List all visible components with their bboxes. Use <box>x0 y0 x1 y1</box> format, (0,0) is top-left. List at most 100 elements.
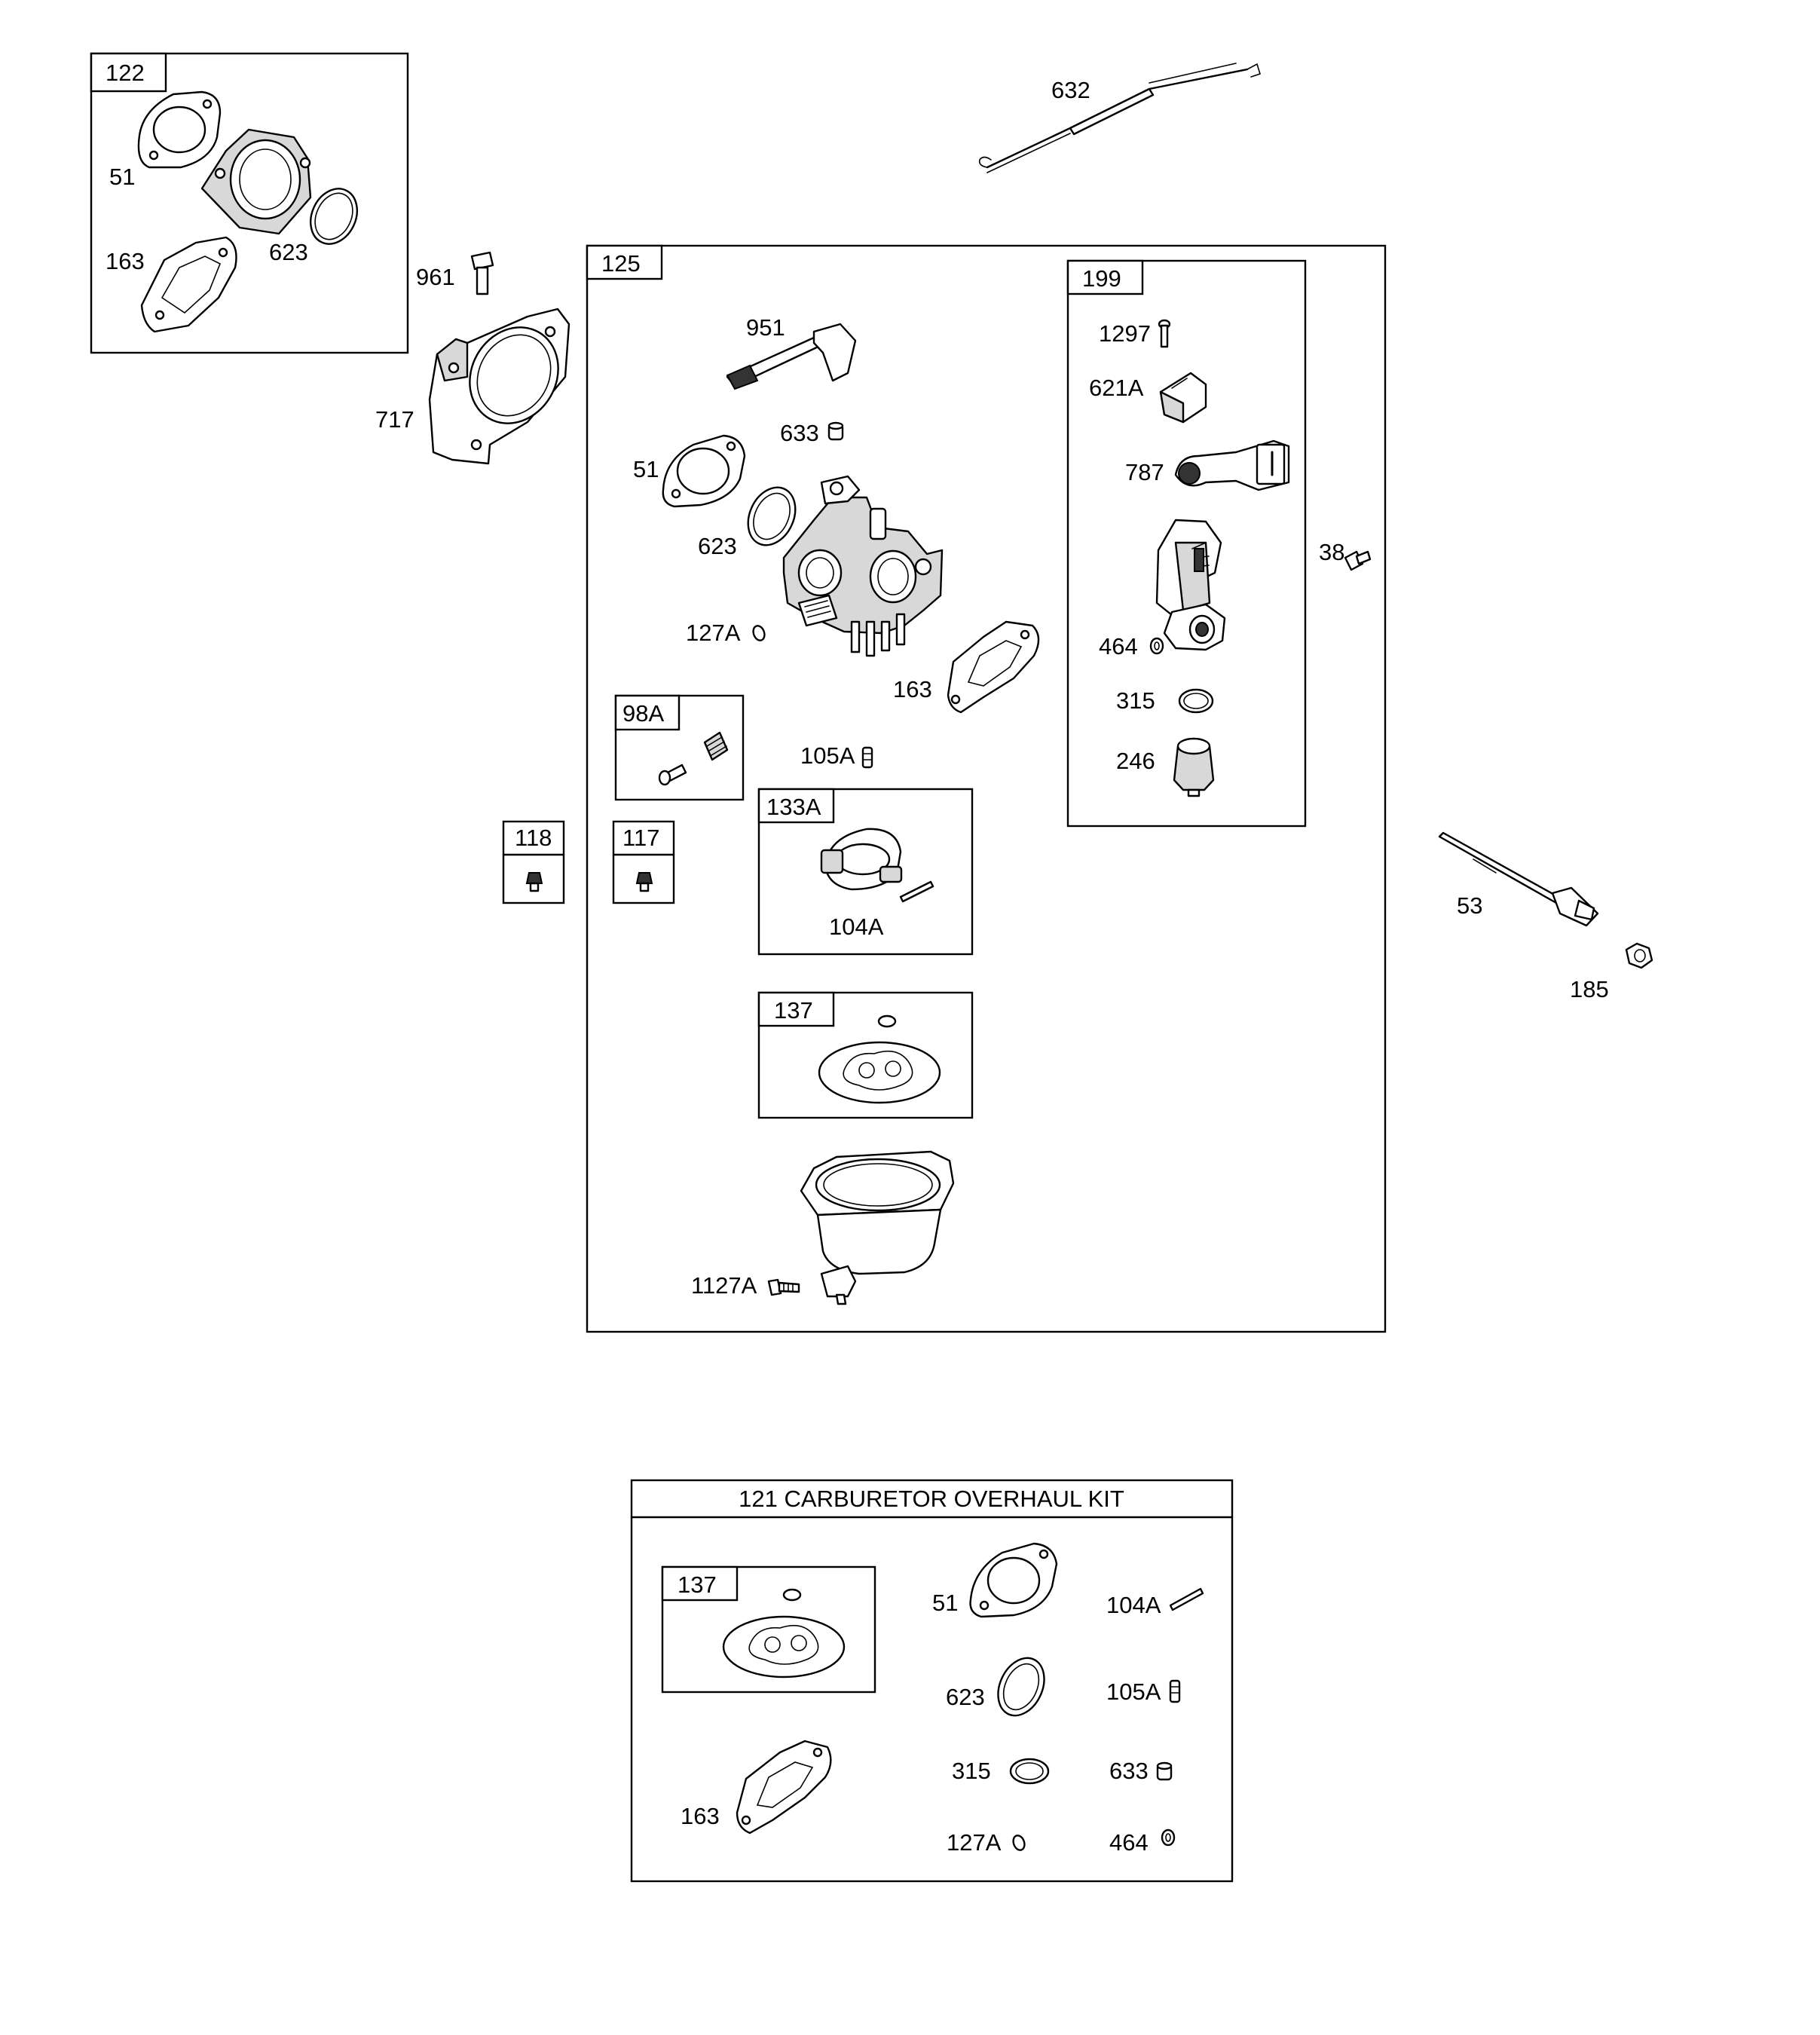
pin-104A-part <box>899 880 934 903</box>
tab-98A <box>614 694 681 731</box>
label-633: 633 <box>780 420 819 446</box>
label-464: 464 <box>1099 633 1138 659</box>
kit-seal-127A-part <box>1012 1835 1026 1851</box>
label-kit-163: 163 <box>681 1803 720 1829</box>
label-kit-315: 315 <box>952 1758 991 1784</box>
label-961: 961 <box>416 264 455 290</box>
label-kit-127A: 127A <box>947 1829 1002 1856</box>
o-ring-623-box125-part <box>747 486 797 546</box>
label-125: 125 <box>601 250 641 277</box>
choke-lever-951-part <box>726 323 857 390</box>
label-199: 199 <box>1082 265 1121 292</box>
label-127A: 127A <box>686 620 741 646</box>
label-122: 122 <box>106 60 145 86</box>
bracket-717-part <box>428 308 570 465</box>
tab-122 <box>90 52 167 93</box>
carburetor-body-part <box>782 475 944 657</box>
group-53-185: 53 185 <box>1438 831 1653 1002</box>
label-951: 951 <box>746 314 785 341</box>
float-bowl-part <box>800 1150 955 1305</box>
tab-199 <box>1066 259 1144 295</box>
label-163-box125: 163 <box>893 676 932 702</box>
tab-125 <box>586 244 663 280</box>
filter-246-part <box>1173 737 1215 797</box>
fuel-valve-body-part <box>1155 519 1226 651</box>
intake-elbow-part <box>200 128 312 235</box>
label-kit-51: 51 <box>932 1590 958 1616</box>
group-125: 125 951 633 51 623 <box>586 244 1387 1333</box>
label-246: 246 <box>1116 748 1155 774</box>
frame-118 <box>502 820 565 904</box>
kit-needle-105A-part <box>1169 1679 1181 1703</box>
seal-127A-part <box>752 625 766 641</box>
bolt-961-part <box>470 251 494 295</box>
label-104A: 104A <box>829 913 884 940</box>
label-kit-464: 464 <box>1109 1829 1149 1856</box>
label-kit-633: 633 <box>1109 1758 1149 1784</box>
screw-1127A-part <box>767 1278 800 1296</box>
kit-pin-104A-part <box>1169 1587 1204 1611</box>
float-133A-part <box>820 828 903 891</box>
washer-464-part <box>1149 637 1164 655</box>
label-632: 632 <box>1051 77 1090 103</box>
tab-kit-137 <box>661 1565 739 1602</box>
label-kit-137: 137 <box>678 1571 717 1598</box>
gasket-51-box125-part <box>662 434 746 508</box>
label-1297: 1297 <box>1099 320 1151 347</box>
label-623: 623 <box>269 239 308 265</box>
tab-133A <box>757 788 835 824</box>
gasket-163-box125-part <box>947 620 1040 714</box>
label-kit-105A: 105A <box>1106 1678 1161 1705</box>
group-118: 118 <box>502 820 565 904</box>
label-1127A: 1127A <box>691 1272 757 1299</box>
label-51: 51 <box>109 164 135 190</box>
gasket-137-part <box>818 1014 941 1104</box>
screw-98A-part <box>658 731 729 786</box>
label-163: 163 <box>106 248 145 274</box>
label-621A: 621A <box>1089 375 1144 401</box>
label-kit-623: 623 <box>946 1684 985 1710</box>
group-961-717: 961 717 <box>375 251 570 465</box>
label-315: 315 <box>1116 687 1155 714</box>
kit-gasket-137-part <box>722 1588 846 1678</box>
label-137: 137 <box>774 997 813 1024</box>
tab-137 <box>757 991 835 1027</box>
nut-185-part <box>1625 942 1653 969</box>
gasket-51-part <box>137 90 222 169</box>
label-787: 787 <box>1125 459 1164 485</box>
label-kit-104A: 104A <box>1106 1592 1161 1618</box>
label-105A: 105A <box>800 742 855 769</box>
lever-787-part <box>1174 439 1290 491</box>
screw-1297-part <box>1158 319 1171 348</box>
label-717: 717 <box>375 406 414 433</box>
label-623-box125: 623 <box>698 533 737 559</box>
linkage-rod-632-part <box>978 63 1261 173</box>
label-118: 118 <box>515 825 552 851</box>
label-98A: 98A <box>622 700 664 727</box>
label-38: 38 <box>1319 539 1344 565</box>
bolt-38-part <box>1344 550 1372 571</box>
frame-kit <box>630 1479 1234 1883</box>
label-133A: 133A <box>766 794 821 820</box>
kit-title: 121 CARBURETOR OVERHAUL KIT <box>739 1486 1124 1512</box>
kit-o-ring-623-part <box>997 1657 1045 1717</box>
switch-621A-part <box>1159 372 1207 424</box>
kit-gasket-51-part <box>969 1542 1058 1618</box>
group-121-kit: 121 CARBURETOR OVERHAUL KIT 137 163 51 1… <box>630 1479 1234 1883</box>
group-122: 122 51 623 163 <box>90 52 409 354</box>
group-632: 632 <box>978 63 1261 173</box>
screw-118-part <box>525 872 543 892</box>
bushing-633-part <box>827 421 844 441</box>
shaft-53-part <box>1438 831 1599 927</box>
kit-bushing-633-part <box>1156 1761 1173 1781</box>
screw-117-part <box>635 872 653 892</box>
needle-105A-part <box>861 746 873 769</box>
label-117: 117 <box>622 825 659 851</box>
gasket-163-part <box>140 236 237 333</box>
kit-gasket-163-part <box>736 1740 832 1835</box>
kit-washer-464-part <box>1161 1828 1176 1847</box>
label-51-box125: 51 <box>633 456 659 482</box>
label-185: 185 <box>1570 976 1609 1002</box>
label-53: 53 <box>1457 892 1482 919</box>
